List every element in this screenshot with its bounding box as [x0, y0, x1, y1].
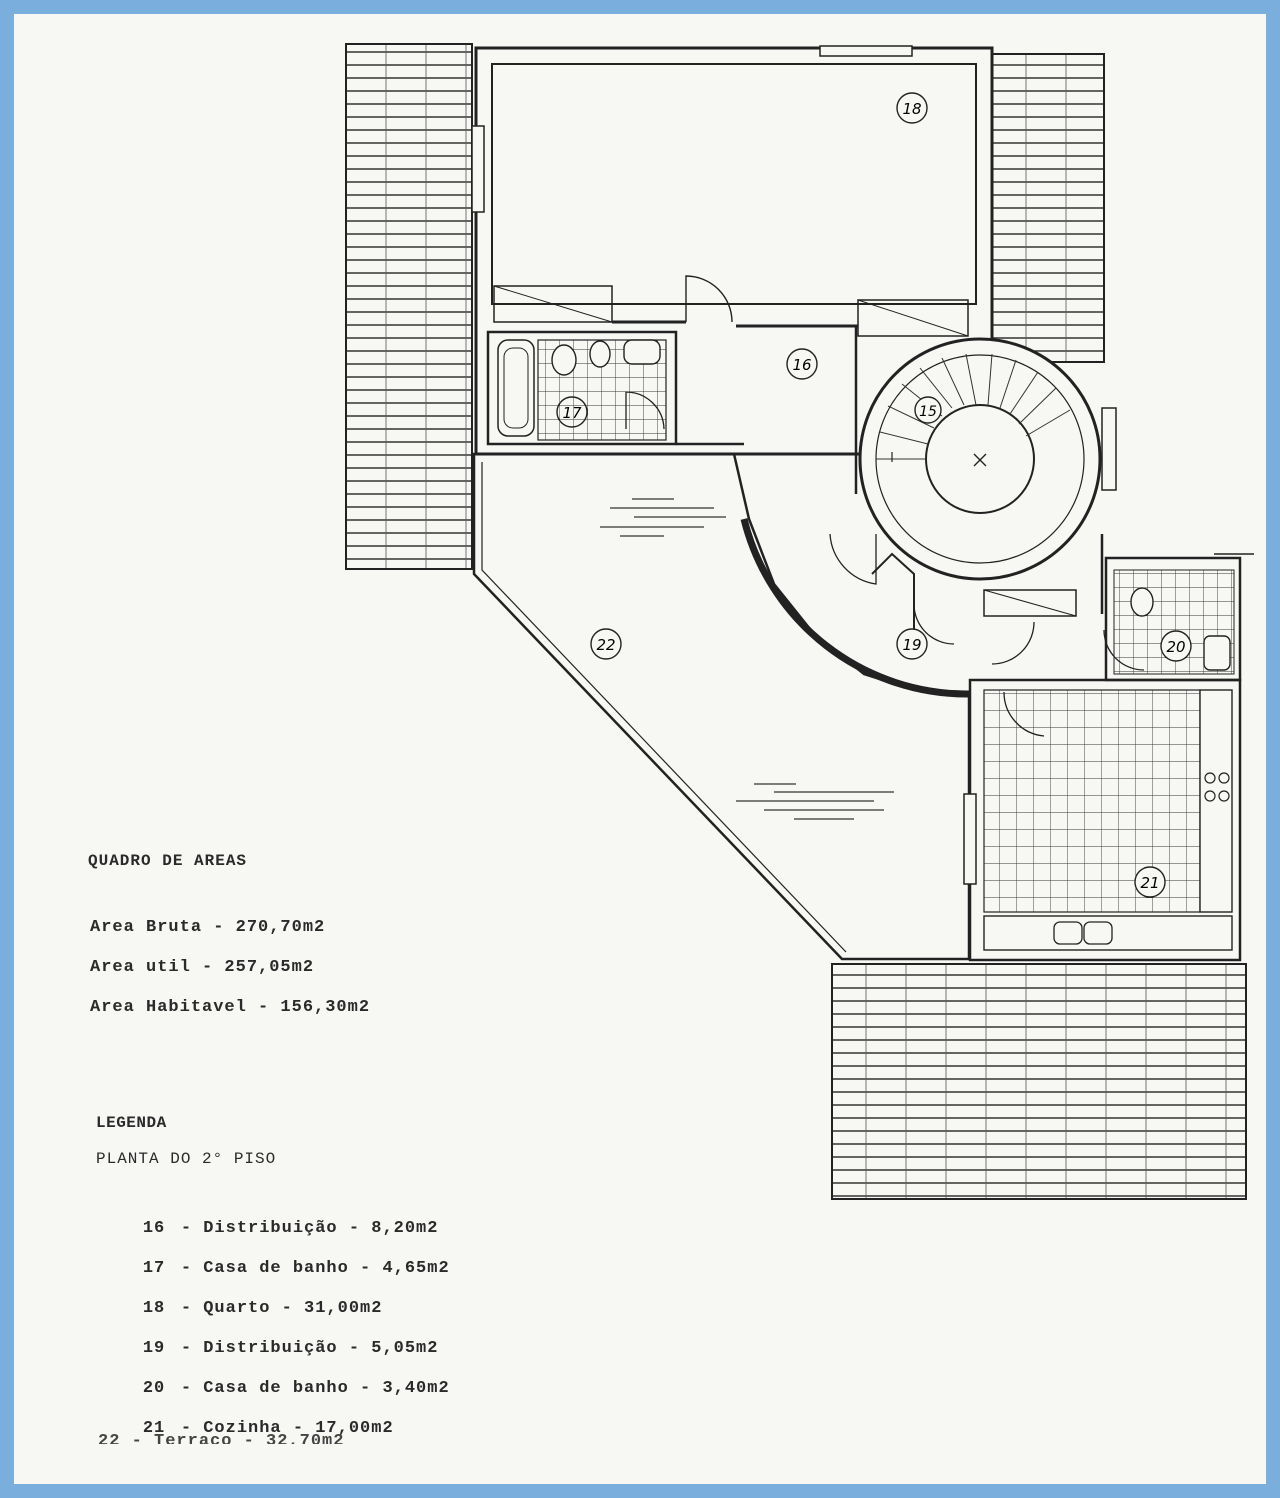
room-17-bathroom [486, 330, 678, 446]
kitchen-sink-a [1053, 921, 1083, 945]
bidet-17 [589, 340, 611, 368]
svg-text:18: 18 [902, 100, 921, 118]
stair-15 [858, 337, 1117, 581]
door-swing-21 [1003, 691, 1045, 737]
kitchen-window [963, 793, 977, 885]
roof-left [345, 43, 473, 570]
plan-sheet: 18 16 17 15 19 20 [14, 14, 1266, 1484]
legend-item-text: - Distribuição - 5,05m2 [180, 1339, 439, 1358]
room-18-bedroom [471, 45, 994, 456]
area-useful: Area util - 257,05m2 [90, 958, 315, 977]
door-swing-17 [625, 391, 665, 430]
legend-item-19: 19 - Distribuição - 5,05m2 [98, 1320, 438, 1377]
wardrobe-right [857, 299, 969, 337]
wardrobe-left [493, 285, 613, 323]
window-top [819, 45, 913, 57]
legend-item-text: - Quarto - 31,00m2 [180, 1299, 383, 1318]
closet-19 [983, 589, 1077, 617]
corridor-16 [676, 326, 858, 494]
legend-item-text: - Casa de banho - 3,40m2 [180, 1379, 450, 1398]
toilet-20 [1130, 587, 1154, 617]
roof-bottom [831, 963, 1247, 1200]
legend-item-21: 21 - Cozinha - 17,00m2 [98, 1400, 394, 1457]
svg-text:19: 19 [902, 636, 921, 654]
svg-text:17: 17 [562, 404, 582, 422]
window-left [471, 125, 485, 213]
bathtub [497, 339, 535, 437]
room-label-16: 16 [786, 348, 818, 380]
legend-subtitle: PLANTA DO 2° PISO [96, 1150, 277, 1168]
floor-plan-drawing: 18 16 17 15 19 20 [345, 43, 1254, 1200]
legend-item-text: - Casa de banho - 4,65m2 [180, 1259, 450, 1278]
legend-item-16: 16 - Distribuição - 8,20m2 [98, 1200, 438, 1257]
legend-item-22-cut-off: 22 - Terraço - 32,70m2 [98, 1432, 345, 1444]
room-label-18: 18 [896, 92, 928, 124]
legend-title: LEGENDA [96, 1114, 167, 1132]
door-swing-19b [913, 603, 955, 645]
legend-item-18: 18 - Quarto - 31,00m2 [98, 1280, 382, 1337]
area-gross: Area Bruta - 270,70m2 [90, 918, 326, 937]
room-label-22: 22 [590, 628, 622, 660]
svg-text:20: 20 [1166, 638, 1185, 656]
svg-text:21: 21 [1140, 874, 1159, 892]
toilet-17 [551, 344, 577, 376]
legend-item-number: 21 [142, 1419, 166, 1438]
legend-item-number: 19 [142, 1339, 166, 1358]
door-swing-20 [1103, 629, 1145, 671]
legend-item-text: - Distribuição - 8,20m2 [180, 1219, 439, 1238]
legend-item-20: 20 - Casa de banho - 3,40m2 [98, 1360, 450, 1417]
svg-text:15: 15 [919, 404, 937, 420]
room-label-20: 20 [1160, 630, 1192, 662]
room-number-labels: 18 16 17 15 19 20 [556, 92, 1192, 898]
area-habitable: Area Habitavel - 156,30m2 [90, 998, 371, 1017]
terrace-paving-marks [600, 498, 894, 820]
kitchen-counter-side [1199, 689, 1233, 913]
sink-17 [623, 339, 661, 365]
hall-19 [740, 513, 1104, 698]
svg-text:16: 16 [792, 356, 811, 374]
legend-item-text: - Cozinha - 17,00m2 [180, 1419, 394, 1438]
legend-item-number: 20 [142, 1379, 166, 1398]
room-label-21: 21 [1134, 866, 1166, 898]
svg-text:22: 22 [596, 636, 615, 654]
room-label-19: 19 [896, 628, 928, 660]
areas-table-title: QUADRO DE AREAS [88, 852, 248, 870]
room-label-15: 15 [914, 396, 942, 424]
legend-item-number: 16 [142, 1219, 166, 1238]
legend-item-17: 17 - Casa de banho - 4,65m2 [98, 1240, 450, 1297]
kitchen-sink-b [1083, 921, 1113, 945]
room-21-kitchen [963, 678, 1242, 962]
door-swing-19a [829, 533, 877, 585]
roof-right [991, 53, 1105, 363]
door-swing-18 [685, 275, 733, 323]
legend-item-number: 18 [142, 1299, 166, 1318]
legend-item-number: 17 [142, 1259, 166, 1278]
stair-window [1101, 407, 1117, 491]
room-label-17: 17 [556, 396, 588, 428]
door-swing-19c [991, 621, 1035, 665]
sink-20 [1203, 635, 1231, 671]
